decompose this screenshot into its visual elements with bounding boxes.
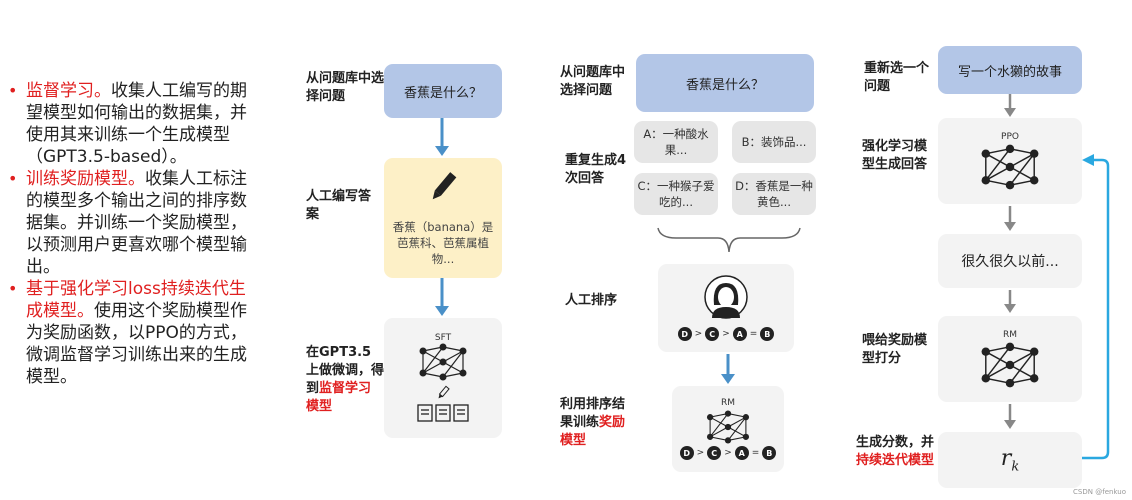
rank-c: C [705, 327, 720, 341]
reward-subscript: k [1011, 459, 1020, 475]
step2-rm-text: 奖励模型 [560, 415, 626, 448]
step3-iterate-text: 生成分数，并 [856, 435, 935, 450]
step3-iterate-label: 生成分数，并持续迭代模型 [856, 434, 934, 470]
step3-rm-box: RM [938, 316, 1082, 402]
step2-train-rm-label: 利用排序结果训练奖励模型 [560, 396, 636, 450]
step1-answer-box: 香蕉（banana）是芭蕉科、芭蕉属植物... [384, 158, 502, 278]
step3-prompt-text: 写一个水獭的故事 [957, 64, 1062, 80]
step1-prompt-text: 香蕉是什么？ [403, 85, 482, 101]
step3-arrow-1 [1004, 94, 1016, 117]
watermark: CSDN @fenkuo [1073, 488, 1126, 496]
rank-a: A [732, 327, 747, 341]
rank-symbol: > [724, 448, 732, 458]
bullet-3-highlight: 基于强化学习loss持续迭代生成模型。 [26, 279, 246, 321]
generated-output-box: 很久很久以前... [938, 234, 1082, 288]
step2-generate-label: 重复生成4次回答 [565, 153, 627, 186]
rank-symbol: = [751, 448, 760, 458]
step1-prompt-box: 香蕉是什么？ [384, 64, 502, 118]
rank-d: D [679, 446, 694, 460]
documents-icon [417, 404, 469, 422]
bullet-dot: • [8, 81, 18, 100]
reward-score-box: rk [938, 432, 1082, 488]
answer-option-a: A：一种酸水果... [634, 121, 718, 163]
answer-option-b: B：装饰品... [732, 121, 816, 163]
step1-write-answer-label: 人工编写答案 [306, 189, 372, 222]
bullet-list: • 监督学习。收集人工编写的期望模型如何输出的数据集，并使用其来训练一个生成模型（… [6, 80, 258, 388]
step1-arrow-1 [435, 118, 449, 156]
step1-finetune-label: 在GPT3.5上做微调，得到监督学习模型 [306, 344, 384, 416]
reward-symbol: rk [1001, 446, 1019, 474]
step3-arrow-3 [1004, 290, 1016, 313]
bullet-3-text: 使用这个奖励模型作为奖励函数，以PPO的方式，微调监督学习训练出来的生成模型。 [26, 301, 247, 387]
step3-arrow-2 [1004, 206, 1016, 231]
person-icon [704, 275, 748, 319]
bullet-1-highlight: 监督学习。 [26, 81, 111, 101]
rank-b: B [762, 446, 777, 460]
rank-b: B [760, 327, 775, 341]
pencil-icon [432, 172, 457, 200]
merge-brace [657, 227, 801, 253]
rm-label: RM [720, 398, 736, 408]
step1-answer-text: 香蕉（banana）是芭蕉科、芭蕉属植物... [392, 220, 494, 266]
step1-finetune-text: 在GPT3.5上做微调，得到 [306, 345, 385, 396]
step3-arrow-4 [1004, 404, 1016, 429]
step2-rank-label: 人工排序 [565, 293, 618, 308]
answer-c-text: C：一种猴子爱吃的... [637, 179, 715, 209]
step2-select-question-label: 从问题库中选择问题 [560, 65, 626, 98]
step2-prompt-box: 香蕉是什么？ [636, 54, 814, 112]
step1-select-question-label: 从问题库中选择问题 [306, 71, 385, 104]
bullet-item-1: • 监督学习。收集人工编写的期望模型如何输出的数据集，并使用其来训练一个生成模型（… [6, 80, 258, 168]
neural-network-icon [706, 410, 750, 444]
bullet-2-text: 收集人工标注的模型多个输出之间的排序数据集。并训练一个奖励模型，以预测用户更喜欢… [26, 169, 247, 277]
step3-iterate-red-text: 持续迭代模型 [856, 453, 935, 468]
step1-sft-model-text: 监督学习模型 [306, 381, 372, 414]
answer-option-d: D：香蕉是一种黄色... [732, 173, 816, 215]
human-ranking-box: D > C > A = B [658, 264, 794, 352]
answer-a-text: A：一种酸水果... [643, 127, 709, 157]
answer-d-text: D：香蕉是一种黄色... [735, 179, 813, 209]
bullet-item-3: • 基于强化学习loss持续迭代生成模型。使用这个奖励模型作为奖励函数，以PPO的… [6, 278, 258, 388]
step2-rm-box: RM D > C > A = B [672, 386, 784, 472]
step3-rl-label: 强化学习模型生成回答 [862, 139, 928, 172]
step3-score-label: 喂给奖励模型打分 [862, 333, 928, 366]
answer-option-c: C：一种猴子爱吃的... [634, 173, 718, 215]
rank-a: A [734, 446, 749, 460]
small-pencil-icon [438, 385, 450, 399]
rank-c: C [707, 446, 722, 460]
step3-reselect-label: 重新选一个问题 [864, 61, 930, 94]
rank-symbol: > [722, 329, 730, 339]
bullet-dot: • [8, 169, 18, 188]
sft-label: SFT [434, 333, 452, 343]
answer-b-text: B：装饰品... [741, 135, 807, 149]
rank-symbol: > [694, 329, 703, 339]
step1-arrow-2 [435, 278, 449, 316]
feedback-loop-arrow [1082, 154, 1110, 460]
rank-d: D [677, 327, 692, 341]
ppo-label: PPO [1001, 132, 1019, 142]
generated-output-text: 很久很久以前... [961, 254, 1059, 270]
rank-symbol: > [696, 448, 705, 458]
bullet-1-text: 收集人工编写的期望模型如何输出的数据集，并使用其来训练一个生成模型（GPT3.5… [26, 81, 247, 167]
ppo-box: PPO [938, 118, 1082, 204]
neural-network-icon [419, 343, 467, 381]
bullet-dot: • [8, 279, 18, 298]
bullet-item-2: • 训练奖励模型。收集人工标注的模型多个输出之间的排序数据集。并训练一个奖励模型，… [6, 168, 258, 278]
rm-label: RM [1002, 330, 1018, 340]
neural-network-icon [981, 342, 1039, 388]
reward-r: r [1000, 445, 1012, 471]
bullet-2-highlight: 训练奖励模型。 [26, 169, 145, 189]
step3-prompt-box: 写一个水獭的故事 [938, 46, 1082, 94]
neural-network-icon [981, 144, 1039, 190]
rm-ranking-row: D > C > A = B [679, 446, 777, 460]
rank-symbol: = [749, 329, 758, 339]
step2-prompt-text: 香蕉是什么？ [685, 77, 764, 93]
step1-sft-box: SFT [384, 318, 502, 438]
step2-train-text: 利用排序结果训练 [560, 397, 626, 430]
step2-arrow [721, 354, 735, 384]
ranking-row: D > C > A = B [677, 327, 775, 341]
